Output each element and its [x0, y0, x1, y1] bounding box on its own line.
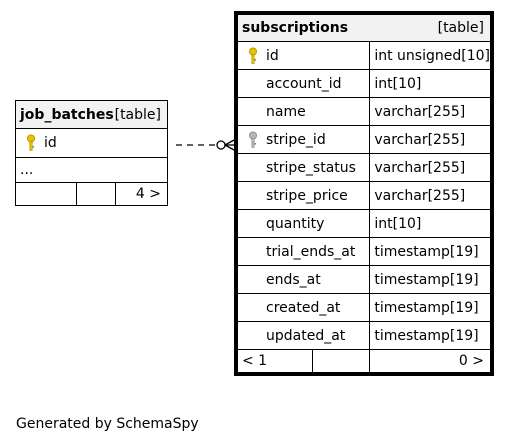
subscriptions-column-account-id[interactable]: account_id: [236, 69, 371, 98]
column-type: timestamp[19]: [369, 321, 491, 350]
column-type: varchar[255]: [369, 181, 491, 210]
column-type: varchar[255]: [369, 125, 491, 154]
subscriptions-column-trial-ends-at[interactable]: trial_ends_at: [236, 237, 371, 266]
job-batches-children-link[interactable]: 4 >: [115, 182, 168, 206]
column-name: stripe_price: [266, 187, 348, 204]
job-batches-tag: [table]: [114, 106, 161, 123]
subscriptions-column-id[interactable]: id: [236, 41, 371, 70]
subscriptions-column-stripe-id[interactable]: stripe_id: [236, 125, 371, 154]
job-batches-more-columns: ...: [15, 157, 168, 183]
subscriptions-column-stripe-status[interactable]: stripe_status: [236, 153, 371, 182]
column-type: varchar[255]: [369, 97, 491, 126]
column-name: account_id: [266, 75, 342, 92]
subscriptions-table[interactable]: subscriptions [table] id int unsigned[10…: [234, 11, 494, 376]
column-type: int[10]: [369, 69, 491, 98]
column-type: timestamp[19]: [369, 293, 491, 322]
subscriptions-column-updated-at[interactable]: updated_at: [236, 321, 371, 350]
subscriptions-column-quantity[interactable]: quantity: [236, 209, 371, 238]
column-name: created_at: [266, 299, 341, 316]
subscriptions-column-ends-at[interactable]: ends_at: [236, 265, 371, 294]
column-name: quantity: [266, 215, 325, 232]
column-type: int unsigned[10]: [369, 41, 491, 70]
subscriptions-column-stripe-price[interactable]: stripe_price: [236, 181, 371, 210]
subscriptions-tag: [table]: [437, 20, 484, 36]
key-icon: [27, 134, 35, 151]
column-name: updated_at: [266, 327, 346, 344]
crowfoot-lower: [224, 144, 235, 151]
column-type: timestamp[19]: [369, 237, 491, 266]
column-type: timestamp[19]: [369, 265, 491, 294]
column-name: trial_ends_at: [266, 243, 356, 260]
column-name: stripe_id: [266, 131, 326, 148]
column-name: ends_at: [266, 271, 321, 288]
column-type: int[10]: [369, 209, 491, 238]
job-batches-column-name: id: [44, 135, 57, 151]
job-batches-title[interactable]: job_batches: [20, 106, 114, 123]
subscriptions-column-created-at[interactable]: created_at: [236, 293, 371, 322]
column-name: stripe_status: [266, 159, 356, 176]
job-batches-parents-cell: [15, 182, 77, 206]
column-name: name: [266, 103, 306, 120]
subscriptions-spacer-cell: [312, 349, 371, 373]
subscriptions-children-link[interactable]: 0 >: [369, 349, 491, 373]
subscriptions-column-name[interactable]: name: [236, 97, 371, 126]
job-batches-column-id[interactable]: id: [15, 128, 168, 158]
zero-optional-marker: [216, 140, 226, 150]
subscriptions-parents-link[interactable]: < 1: [236, 349, 314, 373]
column-name: id: [266, 47, 279, 64]
column-type: varchar[255]: [369, 153, 491, 182]
subscriptions-title[interactable]: subscriptions: [242, 20, 349, 36]
job-batches-spacer-cell: [76, 182, 116, 206]
job-batches-table[interactable]: job_batches [table] id ... 4 >: [15, 100, 168, 206]
key-icon: [249, 47, 257, 64]
generated-by-label: Generated by SchemaSpy: [16, 416, 199, 432]
job-batches-header[interactable]: job_batches [table]: [15, 100, 168, 129]
foreign-key-icon: [249, 131, 257, 148]
subscriptions-header[interactable]: subscriptions [table]: [237, 14, 491, 42]
crowfoot-upper: [224, 139, 235, 146]
